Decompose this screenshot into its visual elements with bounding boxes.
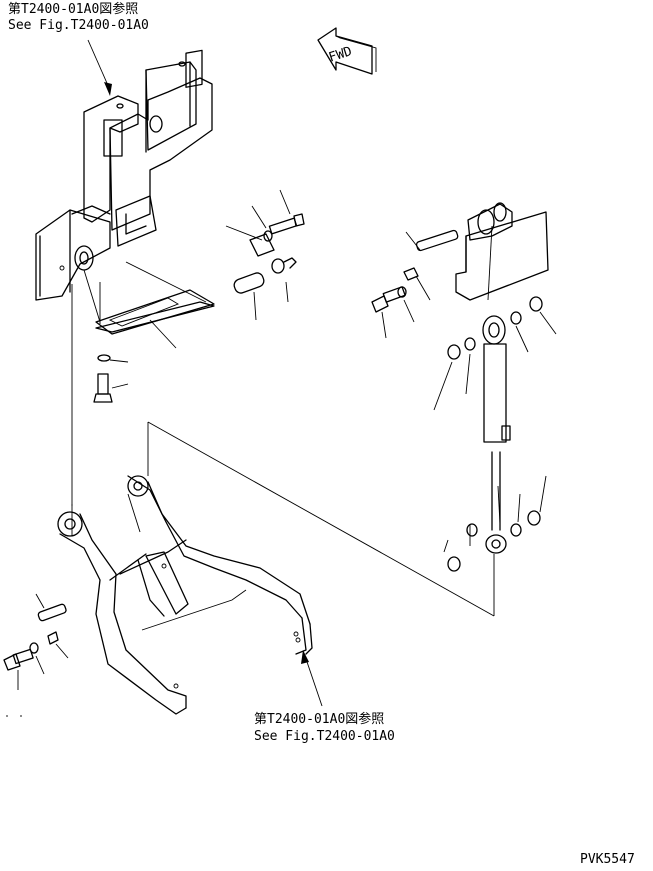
lower-pin-group: [3, 593, 69, 717]
callout-top-jp: 第T2400-01A0図参照: [8, 2, 139, 17]
lower-frame: [57, 475, 313, 715]
callout-top-arrow: [87, 39, 112, 96]
callout-bottom-arrow: [301, 650, 323, 707]
mounting-bracket: [35, 49, 213, 301]
cover-plate: [95, 282, 215, 349]
drawing-code: PVK5547: [580, 852, 635, 867]
plate-bolt: [93, 354, 129, 403]
hydraulic-cylinder: [433, 296, 557, 572]
callout-bottom-en: See Fig.T2400-01A0: [254, 729, 395, 744]
cylinder-pin: [371, 229, 459, 339]
pin-group: [125, 189, 305, 321]
fwd-label: FWD: [327, 44, 354, 66]
callout-top-en: See Fig.T2400-01A0: [8, 18, 149, 33]
fwd-arrow-icon: FWD: [317, 27, 377, 75]
callout-bottom-jp: 第T2400-01A0図参照: [254, 712, 385, 727]
assembly-lines: [71, 269, 495, 617]
cylinder-bracket: [455, 202, 549, 301]
